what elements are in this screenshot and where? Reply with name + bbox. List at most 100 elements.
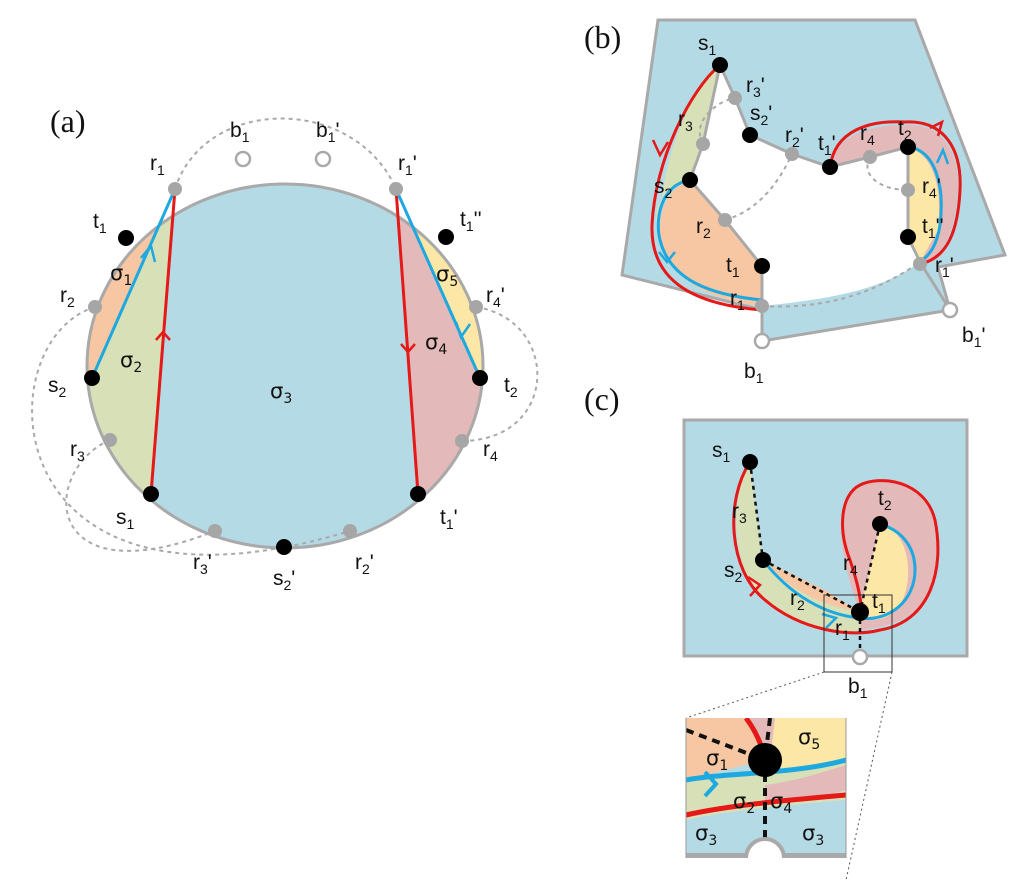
blue-curve-b-right [907, 145, 943, 264]
blue-curve-right [394, 188, 482, 379]
point-t1 [118, 230, 134, 246]
point-r1 [168, 182, 182, 196]
region-c-sigma5 [860, 524, 909, 620]
zoom-inset: σ1 σ5 σ2 σ4 σ3 σ3 [685, 718, 847, 858]
label-sigma5: σ5 [436, 262, 458, 290]
panel-a-label: (a) [50, 103, 86, 139]
points-b [682, 57, 959, 350]
dashed-c [748, 461, 882, 657]
label-b1p: b1' [316, 119, 340, 145]
label-r1: r1 [150, 152, 165, 178]
panel-b: (b) [584, 18, 1008, 386]
point-b1 [234, 150, 252, 168]
svg-text:r1: r1 [730, 287, 745, 313]
svg-text:σ5: σ5 [798, 725, 820, 753]
svg-text:s2': s2' [750, 102, 772, 128]
svg-text:t1'': t1'' [922, 215, 944, 241]
label-r3p: r3' [193, 551, 212, 577]
svg-text:r2: r2 [696, 215, 711, 241]
svg-text:σ3: σ3 [695, 821, 717, 849]
red-curve-c [732, 461, 940, 635]
svg-text:r4: r4 [843, 552, 858, 578]
dashed-arcs [31, 117, 539, 556]
svg-text:s1: s1 [698, 32, 717, 58]
region-sigma4 [396, 189, 483, 540]
point-s1 [143, 486, 159, 502]
label-r4: r4 [483, 438, 498, 464]
panel-b-label: (b) [584, 19, 621, 55]
svg-text:r2: r2 [790, 587, 805, 613]
label-sigma2: σ2 [120, 348, 142, 376]
label-sigma3: σ3 [270, 379, 292, 407]
svg-text:σ3: σ3 [802, 821, 824, 849]
panel-c: (c) s1 r [584, 381, 969, 881]
label-s2p: s2' [273, 567, 295, 593]
svg-text:b1: b1 [744, 360, 764, 386]
svg-text:t2: t2 [898, 117, 912, 143]
svg-text:σ4: σ4 [770, 789, 792, 817]
labels-a: b1 b1' r1 r1' t1 t1'' r2 r4' s2 t2 r3 r4… [48, 119, 518, 593]
label-sigma4: σ4 [425, 330, 447, 358]
point-r2p [343, 524, 357, 538]
svg-text:s2: s2 [654, 175, 673, 201]
label-r3: r3 [70, 438, 85, 464]
label-t1pp: t1'' [460, 208, 482, 234]
point-r4p [469, 300, 483, 314]
panel-c-label: (c) [584, 381, 620, 417]
point-t2 [472, 370, 488, 386]
labels-c: s1 r3 s2 r2 r1 r4 t1 t2 b1 [712, 439, 892, 701]
region-b-sigma5 [908, 147, 940, 262]
blue-arrow-left [140, 243, 157, 263]
svg-text:r1': r1' [935, 254, 954, 280]
svg-text:r4': r4' [922, 175, 941, 201]
point-r3 [103, 433, 117, 447]
point-r4 [455, 434, 469, 448]
svg-text:r2': r2' [785, 124, 804, 150]
svg-text:t2: t2 [878, 487, 892, 513]
label-sigma1: σ1 [110, 261, 132, 289]
svg-text:t1: t1 [726, 254, 740, 280]
red-curve-b-left [650, 63, 763, 312]
label-b1: b1 [230, 119, 250, 145]
svg-text:r4: r4 [860, 122, 875, 148]
svg-text:s1: s1 [712, 439, 731, 465]
region-b-sigma2 [656, 65, 720, 230]
label-s2: s2 [48, 374, 67, 400]
point-b1p [314, 150, 332, 168]
label-r2: r2 [60, 284, 75, 310]
svg-text:r3: r3 [732, 500, 747, 526]
red-arrow-down [400, 343, 416, 354]
svg-text:σ2: σ2 [733, 789, 755, 817]
svg-text:r1: r1 [835, 617, 850, 643]
label-r2p: r2' [355, 551, 374, 577]
labels-b: s1 r3' s2' r3 r2' t1' r4 t2 r4' t1'' s2 … [654, 32, 986, 386]
red-curve-b-right [828, 120, 962, 266]
label-t2: t2 [504, 374, 518, 400]
svg-text:t1': t1' [818, 132, 836, 158]
red-curve-left [149, 188, 177, 495]
point-s2 [84, 370, 100, 386]
blue-curve-left [90, 188, 177, 379]
point-r3p [208, 524, 222, 538]
blue-curve-b-left [656, 178, 763, 302]
svg-text:b1: b1 [848, 675, 868, 701]
region-sigma3 [87, 184, 483, 548]
svg-text:r3': r3' [746, 74, 765, 100]
label-r1p: r1' [398, 152, 417, 178]
region-c-sigma2 [736, 462, 860, 632]
blue-arrow-right [454, 321, 472, 340]
red-curve-right [394, 188, 420, 495]
svg-text:r3: r3 [678, 108, 693, 134]
point-r2 [88, 300, 102, 314]
label-s1: s1 [116, 506, 135, 532]
label-t1p: t1' [440, 506, 458, 532]
points-a [84, 150, 488, 555]
panel-a: (a) [31, 103, 539, 593]
dashed-b [699, 97, 921, 308]
region-b-sigma1 [660, 180, 762, 306]
svg-text:σ1: σ1 [706, 746, 728, 774]
svg-text:b1': b1' [962, 324, 986, 350]
point-r1p [389, 182, 403, 196]
